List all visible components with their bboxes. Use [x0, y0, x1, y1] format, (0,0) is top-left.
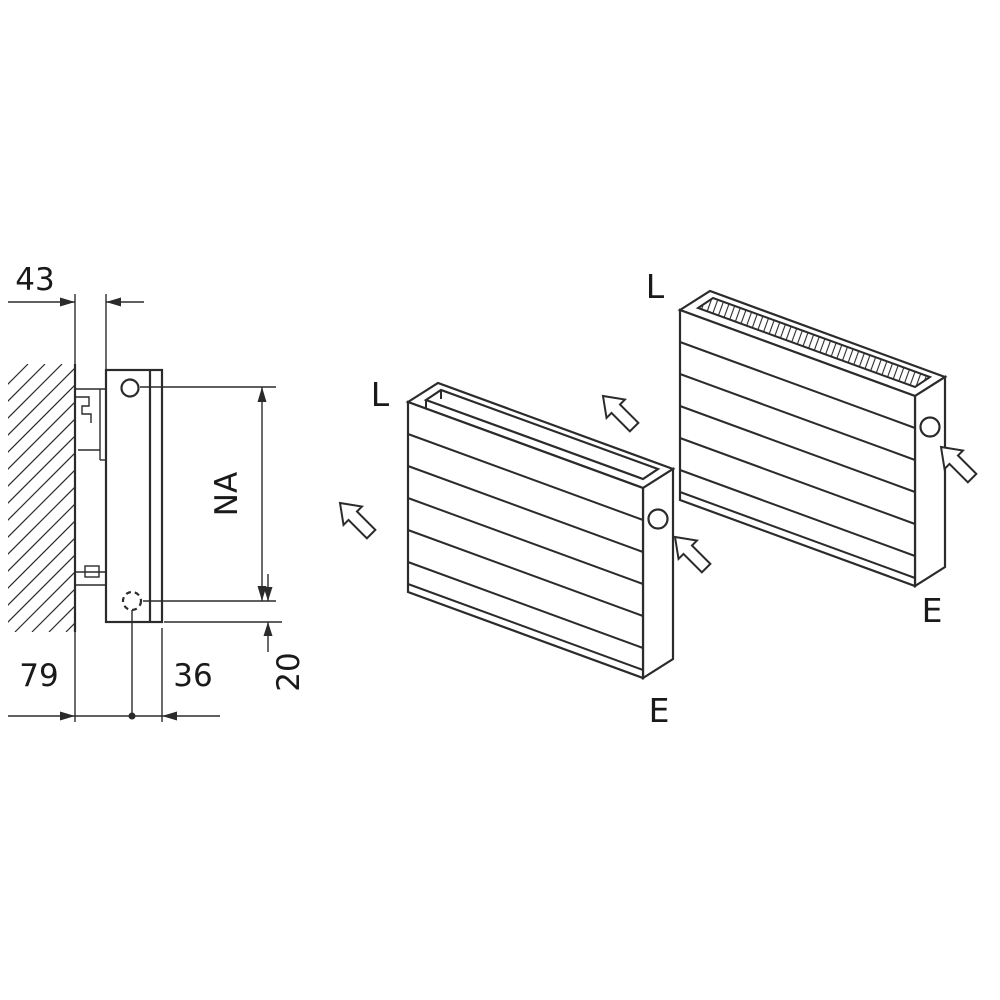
mounting-bracket-bottom	[75, 565, 106, 586]
dim-label-hub-distance: NA	[209, 472, 245, 516]
dimension-hub-distance: NA	[140, 386, 276, 602]
dim-label-wall-clearance: 43	[15, 262, 54, 298]
wall-hatch	[8, 364, 75, 632]
radiator-b-valve-port	[919, 416, 941, 438]
dim-label-wall-to-pipe: 79	[19, 658, 58, 694]
bottom-connection-port	[121, 590, 143, 612]
dimension-bottom-offsets: 79 36	[8, 610, 220, 722]
dim-label-pipe-to-front: 36	[173, 658, 212, 694]
iso-radiator-b: L E	[646, 267, 948, 630]
dim-label-bottom-offset: 20	[271, 652, 307, 691]
radiator-a-return-label: E	[649, 691, 670, 730]
flow-arrow-icon-4	[939, 445, 978, 484]
radiator-a-valve-port	[647, 508, 669, 530]
flow-arrow-icon-1	[338, 501, 377, 540]
radiator-a-slats	[407, 433, 644, 671]
dimension-wall-clearance: 43	[8, 262, 144, 370]
flow-arrow-icon-2	[601, 394, 640, 433]
dimension-pipe-bottom: 20	[164, 574, 307, 692]
radiator-b-end-face	[913, 375, 947, 588]
iso-radiator-a: L E	[371, 375, 676, 730]
side-view: 43 NA 79 36	[8, 262, 307, 722]
radiator-a-end-face	[641, 467, 675, 680]
radiator-b-top-grille	[695, 296, 933, 389]
radiator-b-supply-label: L	[646, 267, 665, 306]
radiator-b-slats	[679, 341, 916, 579]
radiator-profile	[104, 368, 164, 624]
mounting-bracket-top	[75, 388, 106, 461]
radiator-a-top-opening	[423, 388, 661, 481]
top-connection-port	[120, 378, 140, 398]
flow-arrow-icon-3	[673, 535, 712, 574]
radiator-a-supply-label: L	[371, 375, 390, 414]
radiator-b-return-label: E	[922, 591, 943, 630]
